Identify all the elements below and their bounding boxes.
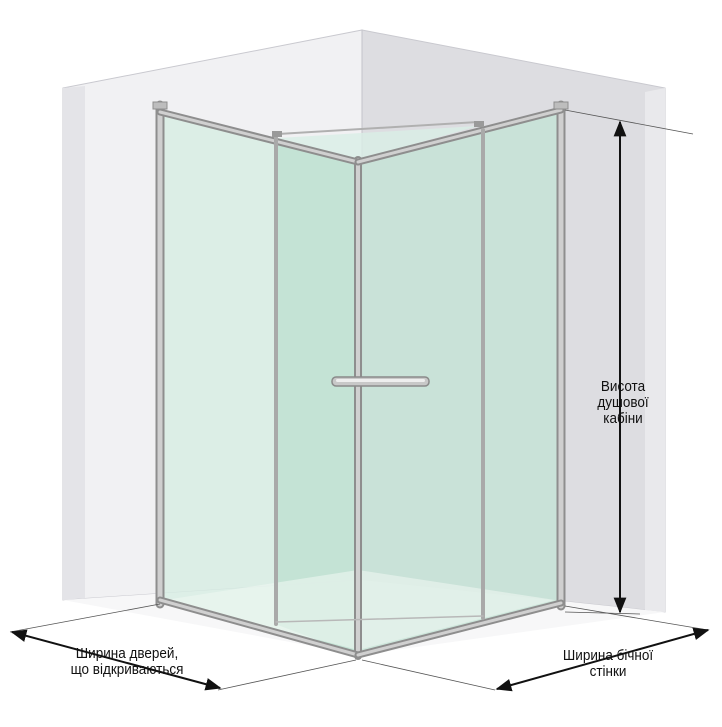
- roller-left: [272, 131, 282, 137]
- frame-bottom-side-inner: [356, 601, 563, 657]
- door-width-label-line-2: що відкриваються: [70, 661, 184, 678]
- back-top-rail: [277, 121, 479, 135]
- roller-right: [474, 121, 484, 127]
- side-width-label-line-1: Ширина бічної: [562, 647, 654, 664]
- frame-cap-right: [553, 101, 569, 110]
- side-extension-left: [361, 659, 496, 691]
- frame-bottom-front-inner: [158, 598, 360, 657]
- height-extension-top: [564, 109, 694, 135]
- cabin-height-label: Висота душової кабіни: [583, 379, 664, 427]
- door-width-label: Ширина дверей, що відкриваються: [60, 646, 195, 678]
- door-width-double-arrow-icon: [10, 629, 222, 691]
- door-width-label-line-1: Ширина дверей,: [75, 645, 179, 662]
- side-width-double-arrow-icon: [495, 627, 710, 692]
- side-glass-panel: [358, 108, 560, 655]
- back-bottom-rail: [275, 615, 484, 623]
- door-handle: [331, 376, 430, 387]
- height-extension-bottom: [564, 611, 641, 615]
- frame-top-front-inner: [158, 110, 360, 164]
- cabin-height-label-line-3: кабіни: [603, 410, 643, 427]
- front-glass-door: [275, 138, 358, 655]
- glass-panels: [160, 108, 560, 655]
- left-wall-edge: [63, 86, 85, 600]
- cabin-frame: [152, 100, 569, 660]
- door-extension-left: [9, 603, 161, 633]
- side-extension-right: [564, 605, 709, 631]
- dimension-lines: [9, 109, 710, 692]
- side-width-label: Ширина бічної стінки: [554, 648, 662, 680]
- frame-top-side-inner: [356, 108, 563, 164]
- frame-cap-left: [152, 101, 168, 110]
- cabin-height-label-line-2: душової: [597, 394, 649, 411]
- cabin-height-label-line-1: Висота: [600, 378, 646, 395]
- side-width-label-line-2: стінки: [589, 663, 627, 680]
- back-wall-edge: [645, 88, 665, 612]
- door-extension-right: [217, 659, 357, 691]
